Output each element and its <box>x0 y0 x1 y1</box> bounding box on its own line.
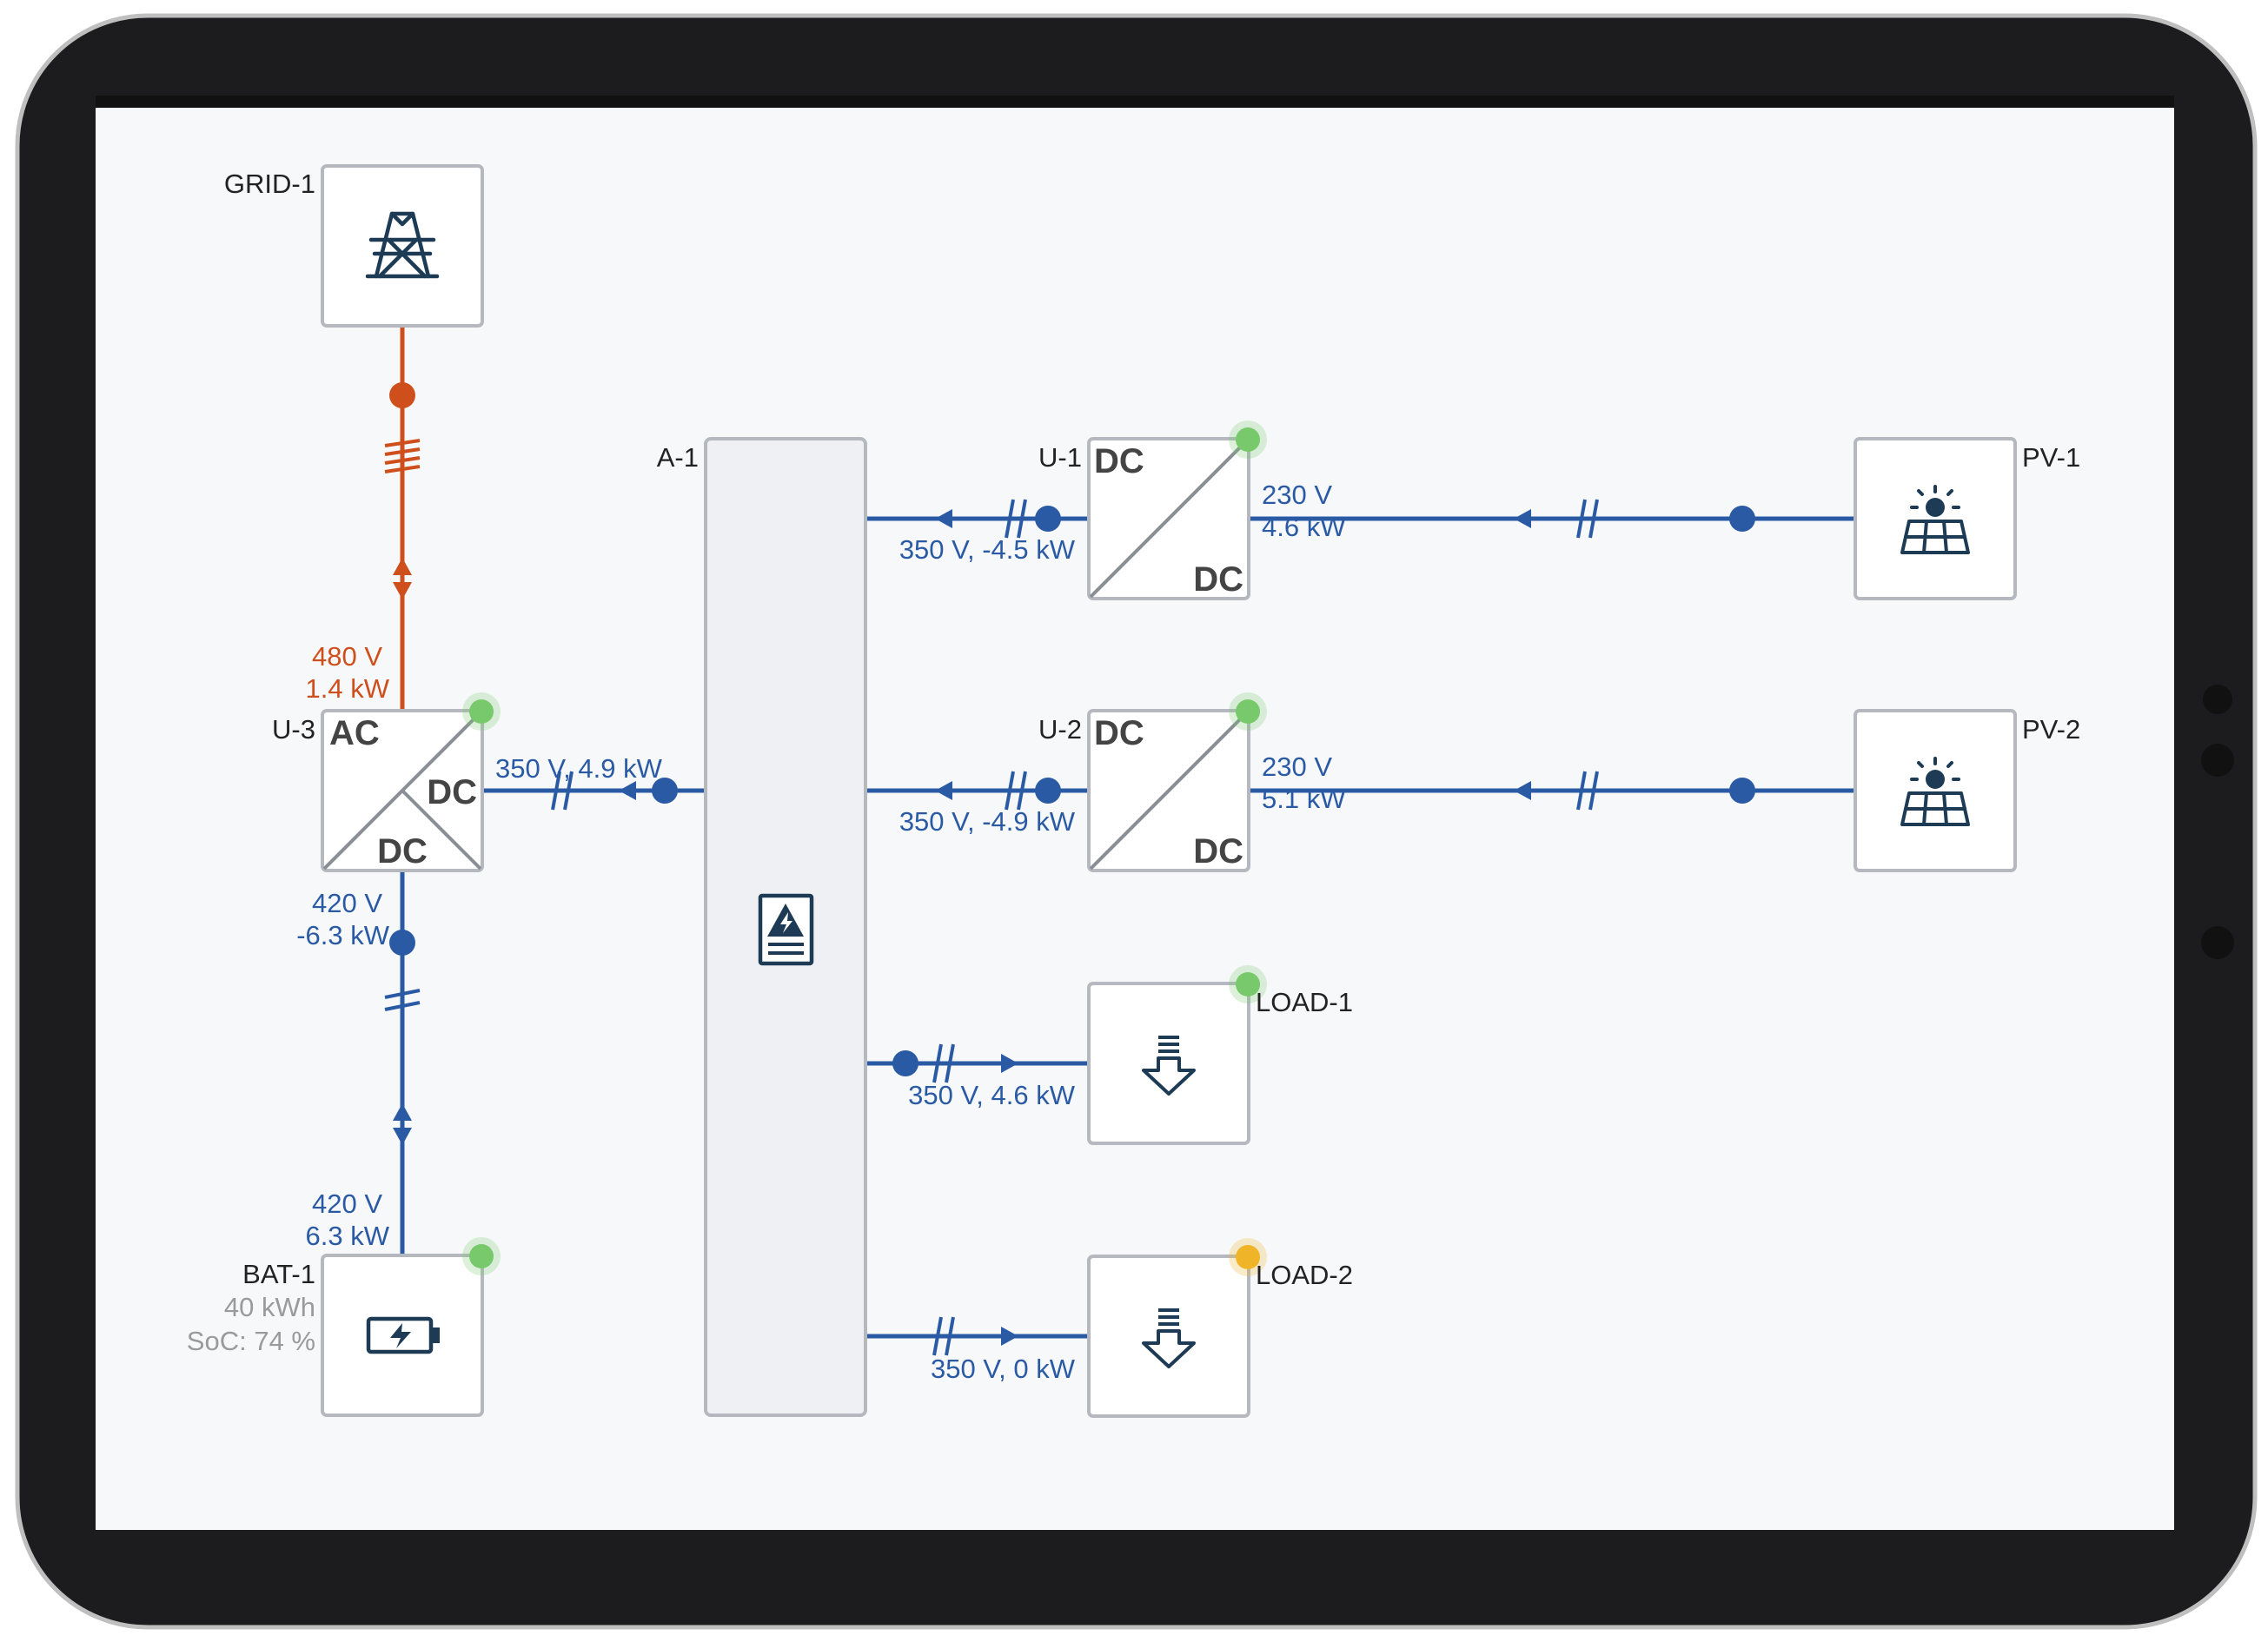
flow-bat-dc-voltage: 420 V <box>312 1188 382 1219</box>
u-2-label: U-2 <box>1038 714 1082 745</box>
flow-u1-bus: 350 V, -4.5 kW <box>899 534 1076 565</box>
u-3-top-type: AC <box>329 714 380 752</box>
node-u-3[interactable]: AC DC DC <box>321 692 501 872</box>
battery-charging-icon <box>366 1316 440 1354</box>
flow-u3-dc-power: -6.3 kW <box>296 920 390 950</box>
status-indicator-ok <box>1236 972 1260 996</box>
u-3-label: U-3 <box>272 714 315 745</box>
flow-load2-bus: 350 V, 0 kW <box>931 1354 1076 1384</box>
flow-grid-u3-voltage: 480 V <box>312 641 382 672</box>
node-load-2[interactable] <box>1087 1238 1267 1418</box>
side-button <box>2201 926 2234 959</box>
status-indicator-warn <box>1236 1245 1260 1269</box>
ac-line-grid-u3[interactable] <box>384 326 421 711</box>
node-a-1-bus[interactable] <box>704 437 867 1417</box>
u-1-bot-type: DC <box>1193 560 1243 599</box>
u-3-bot-type: DC <box>377 832 428 871</box>
flow-bat-dc-power: 6.3 kW <box>306 1221 390 1251</box>
bat-1-capacity: 40 kWh <box>224 1292 315 1322</box>
side-button <box>2201 744 2234 777</box>
dc-line-bus-load1[interactable] <box>866 1043 1089 1083</box>
pv-2-label: PV-2 <box>2022 714 2080 745</box>
flow-load1-bus: 350 V, 4.6 kW <box>908 1080 1076 1110</box>
node-pv-2[interactable] <box>1854 709 2017 872</box>
node-bat-1[interactable] <box>321 1237 501 1417</box>
load-arrow-icon <box>1142 1308 1196 1368</box>
status-indicator-ok <box>1236 427 1260 452</box>
grid-1-label: GRID-1 <box>224 169 315 199</box>
side-button <box>2203 685 2232 714</box>
pv-1-label: PV-1 <box>2022 442 2080 473</box>
screen-top-bezel <box>96 96 2174 108</box>
bat-1-soc: SoC: 74 % <box>187 1326 315 1356</box>
node-load-1[interactable] <box>1087 965 1267 1145</box>
u-1-label: U-1 <box>1038 442 1082 473</box>
u-2-top-type: DC <box>1094 714 1144 752</box>
flow-grid-u3-power: 1.4 kW <box>306 673 390 704</box>
flow-u3-dc-voltage: 420 V <box>312 888 382 918</box>
solar-panel-icon <box>1900 485 1970 554</box>
u-2-bot-type: DC <box>1193 832 1243 871</box>
dc-line-u1-pv1[interactable] <box>1249 499 1855 539</box>
dc-line-u2-pv2[interactable] <box>1249 771 1855 811</box>
dc-line-bus-u2[interactable] <box>866 771 1089 811</box>
flow-u2-pv-power: 5.1 kW <box>1262 784 1346 814</box>
flow-u2-bus: 350 V, -4.9 kW <box>899 806 1076 837</box>
bat-1-label: BAT-1 <box>242 1259 315 1289</box>
node-u-1[interactable]: DC DC <box>1087 420 1267 600</box>
flow-u1-pv-voltage: 230 V <box>1262 480 1332 510</box>
u-3-mid-type: DC <box>427 773 477 811</box>
load-2-label: LOAD-2 <box>1256 1260 1353 1290</box>
dc-line-bus-load2[interactable] <box>866 1316 1089 1356</box>
a-1-label: A-1 <box>657 442 699 473</box>
status-indicator-ok <box>469 699 494 724</box>
load-1-label: LOAD-1 <box>1256 987 1353 1017</box>
transmission-tower-icon <box>365 211 440 279</box>
flow-u2-pv-voltage: 230 V <box>1262 751 1332 782</box>
status-indicator-ok <box>469 1244 494 1268</box>
node-u-2[interactable]: DC DC <box>1087 692 1267 872</box>
flow-u3-bus: 350 V, 4.9 kW <box>495 753 663 784</box>
dc-line-bus-u1[interactable] <box>866 499 1089 539</box>
flow-u1-pv-power: 4.6 kW <box>1262 512 1346 542</box>
dc-line-u3-bus[interactable] <box>483 771 706 811</box>
node-pv-1[interactable] <box>1854 437 2017 600</box>
load-arrow-icon <box>1142 1036 1196 1096</box>
switchboard-icon <box>758 893 814 966</box>
u-1-top-type: DC <box>1094 442 1144 480</box>
status-indicator-ok <box>1236 699 1260 724</box>
node-grid-1[interactable] <box>321 164 484 328</box>
solar-panel-icon <box>1900 757 1970 826</box>
dc-line-u3-bat[interactable] <box>384 871 421 1255</box>
